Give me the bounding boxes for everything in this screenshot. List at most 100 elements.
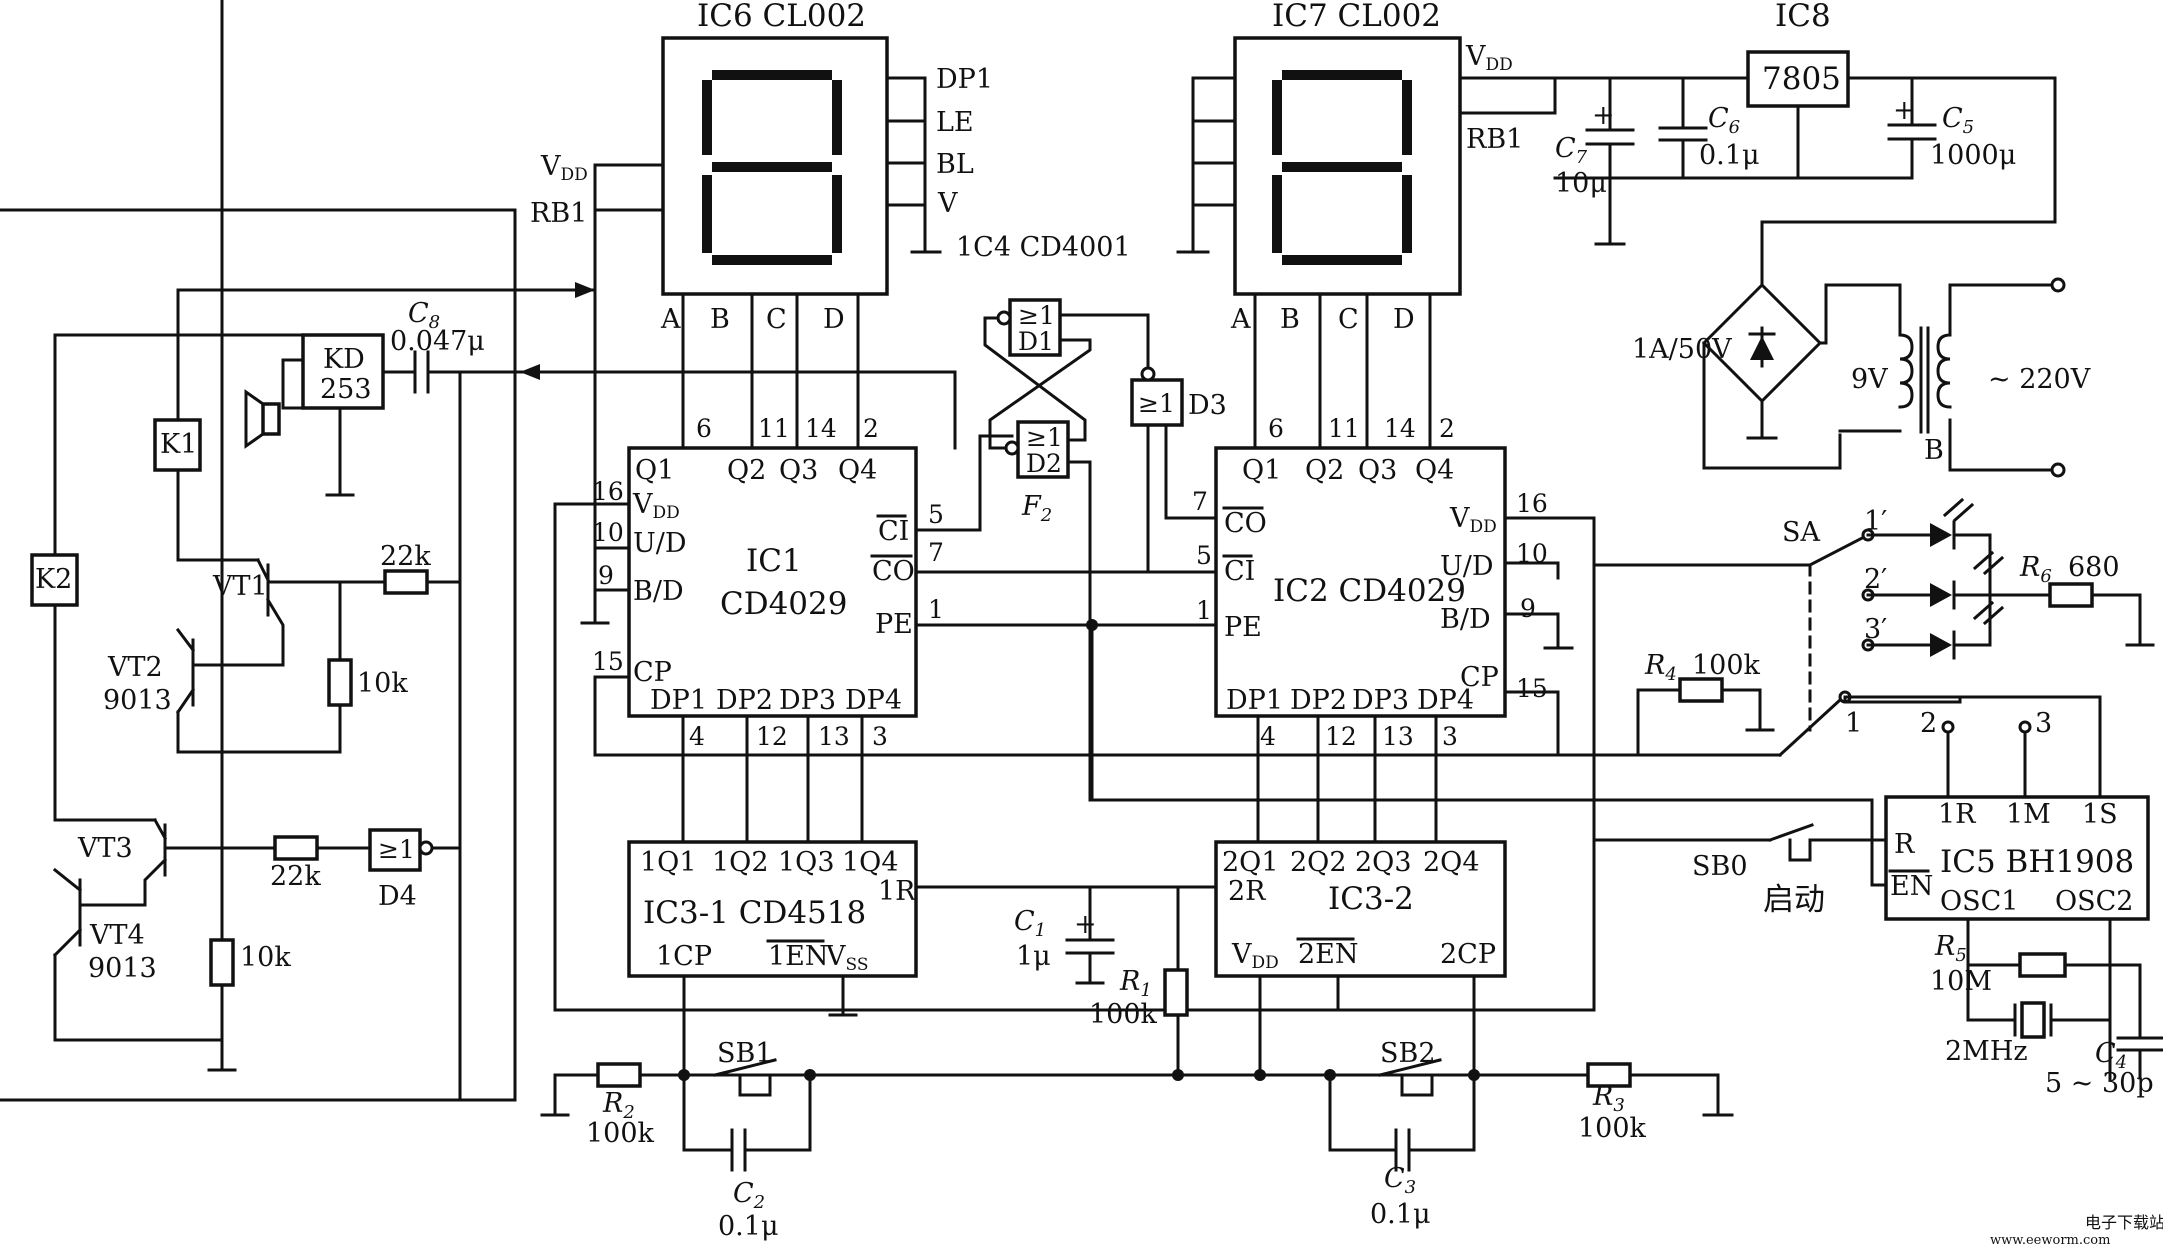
transformer-primary: [1936, 333, 1952, 409]
ic1-co: CO: [872, 556, 915, 587]
ic2-pin-6: 6: [1268, 414, 1284, 443]
ic6-segment-digit: [702, 70, 842, 265]
d4-label: D4: [378, 881, 417, 912]
vt3-label: VT3: [77, 833, 133, 864]
r1-value: 100k: [1089, 999, 1158, 1030]
ic1-dp3: DP3: [779, 685, 836, 716]
transformer-9v: 9V: [1851, 364, 1888, 395]
sb2-label: SB2: [1380, 1038, 1436, 1069]
r1-label: R1: [1119, 966, 1152, 1001]
speaker-icon: [244, 389, 281, 449]
ic1-pin-1: 1: [928, 595, 944, 624]
ic1-part: CD4029: [720, 586, 847, 622]
ic1-dp4: DP4: [845, 685, 902, 716]
ic1-pin-14: 14: [805, 414, 837, 443]
ic1-dp1: DP1: [650, 685, 707, 716]
r22k-b-label: 22k: [270, 861, 321, 892]
kd-label: KD: [323, 344, 365, 375]
ic5-name: IC5 BH1908: [1940, 844, 2134, 880]
ic2-co: CO: [1224, 508, 1267, 539]
c2-value: 0.1μ: [718, 1211, 779, 1242]
ic8-title: IC8: [1775, 0, 1831, 34]
r4-value: 100k: [1692, 650, 1761, 681]
sa-selector: SA 1′ 2′ 3′ R6 680: [1592, 497, 2155, 799]
r4-label: R4: [1644, 650, 1677, 685]
c1-label: C1: [1014, 906, 1046, 941]
ic2-pin-9: 9: [1520, 594, 1536, 623]
sw-pos-2: 2: [1920, 708, 1937, 739]
ic5-osc1: OSC1: [1940, 886, 2018, 917]
r22k-a-label: 22k: [380, 541, 431, 572]
ic7-vdd-label: VDD: [1465, 41, 1513, 75]
ic3-2-q1: 2Q1: [1222, 847, 1279, 878]
ic6-display: IC6 CL002 DP1 LE BL V 1C4 CD4001 VDD RB1…: [530, 0, 1131, 450]
ic6-pin-le: LE: [936, 107, 974, 138]
ic2-out-q1: Q1: [1242, 455, 1281, 486]
ic3-1-cd4518: 1Q1 1Q2 1Q3 1Q4 1R IC3-1 CD4518 1CP 1EN …: [627, 840, 918, 978]
led-1-icon: [1930, 520, 1956, 550]
ic6-rb1-label: RB1: [530, 198, 587, 229]
c8-value: 0.047μ: [390, 326, 485, 357]
r3-value: 100k: [1578, 1113, 1647, 1144]
ic5-osc2: OSC2: [2055, 886, 2133, 917]
ic7-segment-digit: [1272, 70, 1412, 265]
d2-label: D2: [1026, 449, 1062, 478]
ic1-pin-6: 6: [696, 414, 712, 443]
ic2-cp: CP: [1460, 662, 1499, 693]
ic6-title: IC6 CL002: [697, 0, 866, 34]
ic5-bh1908: 1R 1M 1S R EN IC5 BH1908 OSC1 OSC2 SB0 启…: [1592, 795, 2163, 1099]
ic2-pin-3: 3: [1442, 722, 1458, 751]
ic2-dp3: DP3: [1352, 685, 1409, 716]
ic2-ci: CI: [1224, 556, 1255, 587]
d3-label: D3: [1188, 390, 1227, 421]
ic2-dp1: DP1: [1226, 685, 1283, 716]
ic6-pin-v: V: [937, 188, 958, 219]
ic5-1m: 1M: [2006, 799, 2051, 830]
ic1-out-q3: Q3: [779, 455, 818, 486]
ic2-pin-16: 16: [1516, 489, 1548, 518]
ic2-pin-11: 11: [1328, 414, 1360, 443]
ic1-name: IC1: [746, 543, 802, 579]
ic3-2-vdd: VDD: [1231, 939, 1279, 973]
ic1-ud: U/D: [633, 528, 687, 559]
ic7-input-c: C: [1338, 304, 1359, 335]
ic3-1-name: IC3-1 CD4518: [643, 895, 866, 931]
ic2-pin-2: 2: [1439, 414, 1455, 443]
r5-value: 10M: [1930, 966, 1992, 997]
c7-label: C7: [1555, 133, 1588, 168]
d2-symbol: ≥1: [1026, 423, 1063, 452]
ic2-pin-12: 12: [1325, 722, 1357, 751]
ic2-right-wiring: [1503, 516, 1596, 1012]
ic2-out-q4: Q4: [1415, 455, 1454, 486]
led-3-icon: [1930, 630, 1956, 660]
ic3-1-r: 1R: [878, 876, 916, 907]
vt1-label: VT1: [212, 571, 268, 602]
ic1-pin-2: 2: [863, 414, 879, 443]
ic1-pin-10: 10: [592, 518, 624, 547]
ic6-pin-bl: BL: [936, 149, 974, 180]
ic7-title: IC7 CL002: [1272, 0, 1441, 34]
sw-pos-1: 1: [1845, 708, 1862, 739]
ic2-pin-4: 4: [1260, 722, 1276, 751]
alarm-section: KD 253 C8 0.047μ K1 K2 22k VT1: [0, 0, 957, 1102]
ic3-1-q3: 1Q3: [778, 847, 835, 878]
ic2-out-q2: Q2: [1305, 455, 1344, 486]
ic1-pin-12: 12: [756, 722, 788, 751]
sa-pos-3: 3′: [1864, 614, 1887, 645]
ic2-ud: U/D: [1440, 551, 1494, 582]
ic8-part: 7805: [1762, 61, 1841, 97]
c7-value: 10μ: [1555, 168, 1607, 199]
k1-label: K1: [160, 429, 197, 460]
r10k-a-label: 10k: [357, 668, 408, 699]
d4-symbol: ≥1: [378, 835, 415, 864]
ic7-display: IC7 CL002 VDD RB1 A B C D: [1176, 0, 1750, 450]
ic7-input-b: B: [1280, 304, 1300, 335]
ic1-out-q2: Q2: [727, 455, 766, 486]
ic3-2-q2: 2Q2: [1290, 847, 1347, 878]
ic1-pin-13: 13: [818, 722, 850, 751]
ic1-pin-9: 9: [598, 561, 614, 590]
c4-value: 5 ~ 30p: [2045, 1068, 2154, 1099]
ic3-1-en: 1EN: [768, 941, 829, 972]
ic2-pin-13: 13: [1382, 722, 1414, 751]
ic1-ci: CI: [878, 516, 909, 547]
